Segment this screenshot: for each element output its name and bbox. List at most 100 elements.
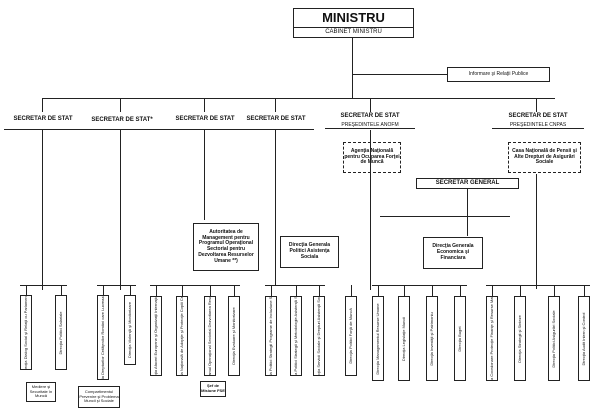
- directorate-label: Direcţia Legislaţie Muncii: [400, 316, 406, 361]
- directorate-box: Direcţia Violenţă şi Monitorizare: [124, 295, 136, 365]
- branch-bus: [150, 285, 240, 286]
- directorate-label: Direcţia Politici Strategii şi Metodolog…: [292, 296, 298, 376]
- sg-drop: [467, 189, 468, 216]
- directorate-label: Direcţia Managementul Resurse Umane: [374, 302, 380, 375]
- drop-1: [42, 98, 43, 112]
- directorate-connector: [296, 285, 297, 296]
- branch-line: [467, 216, 468, 236]
- directorate-box: Direcţia Afaceri Europene şi Organizaţii…: [150, 296, 162, 376]
- directorate-label: Direcţia Violenţă şi Monitorizare: [126, 301, 132, 359]
- branch-bus: [97, 285, 136, 286]
- directorate-box: Direcţia Audit Intern şi Control: [578, 296, 590, 381]
- directorate-connector: [156, 285, 157, 296]
- directorate-box: Direcţia Programul Operaţional Sectorial…: [204, 296, 216, 376]
- directorate-label: Direcţia Protecţia Drepturilor Cetăţenil…: [99, 295, 105, 380]
- directorate-connector: [319, 285, 320, 296]
- secretaries-underline: [4, 129, 314, 130]
- directorate-label: Direcţia Coordonare Protecţie Finanţe şi…: [488, 296, 494, 381]
- directorate-box: Direcţia Servicii Sociale şi Drepturi As…: [313, 296, 325, 376]
- cnpas-label: Casa Naţională de Pensii şi Alte Dreptur…: [512, 147, 577, 166]
- note-mediation-label: Mediere şi Securitate în Muncă: [29, 384, 53, 399]
- note-equal-opp-label: Compartimentul Prevenire şi Problema Mun…: [79, 389, 119, 404]
- economic-dg-label: Direcţia Generala Economica şi Financiar…: [432, 243, 474, 261]
- secretary-general-label: SECRETAR GENERAL: [435, 180, 500, 187]
- directorate-label: Direcţia Politici Strategii Programe de …: [267, 296, 273, 376]
- secretary-5: SECRETAR DE STAT: [340, 113, 400, 119]
- branch-line: [370, 130, 371, 290]
- directorate-box: Direcţia Dialog Social şi Relaţii cu Par…: [20, 295, 32, 370]
- directorate-connector: [432, 285, 433, 296]
- secretary-3: SECRETAR DE STAT: [175, 116, 235, 122]
- cnpas-box: Casa Naţională de Pensii şi Alte Dreptur…: [508, 142, 581, 173]
- directorate-connector: [351, 285, 352, 296]
- drop-4: [275, 98, 276, 112]
- directorate-connector: [234, 285, 235, 296]
- minister-box: MINISTRU CABINET MINISTRU: [293, 8, 414, 38]
- directorate-label: Direcţia Servicii Sociale şi Drepturi As…: [315, 296, 321, 376]
- minister-cabinet: CABINET MINISTRU: [294, 27, 413, 37]
- directorate-connector: [584, 285, 585, 296]
- secretary-5-sub: PREŞEDINTELE ANOFM: [325, 122, 415, 129]
- minister-title: MINISTRU: [322, 10, 385, 25]
- directorate-box: Direcţia Coordonare Protecţie Finanţe şi…: [486, 296, 498, 381]
- secretary-general-box: SECRETAR GENERAL: [416, 178, 519, 189]
- directorate-connector: [210, 285, 211, 296]
- directorate-box: Direcţia Naţională de Adopţie şi Protecţ…: [176, 296, 188, 376]
- public-relations-box: Informare şi Relaţii Publice: [447, 67, 550, 82]
- directorate-connector: [554, 285, 555, 296]
- directorate-box: Direcţia Politici Asigurări Sociale: [548, 296, 560, 381]
- note-fse-label: Şef de Misiune FSE: [201, 383, 225, 393]
- directorate-box: Direcţia Politici Strategii şi Metodolog…: [290, 296, 302, 376]
- branch-bus: [486, 285, 590, 286]
- directorate-box: Direcţia Politici Salariale: [55, 295, 67, 370]
- directorate-connector: [271, 285, 272, 296]
- directorate-connector: [378, 285, 379, 296]
- drop-3: [204, 98, 205, 112]
- note-fse: Şef de Misiune FSE: [200, 381, 226, 397]
- secretary-6: SECRETAR DE STAT: [508, 113, 568, 119]
- directorate-label: Direcţia Strategii şi Sinteze: [516, 314, 522, 363]
- directorate-connector: [492, 285, 493, 296]
- note-mediation: Mediere şi Securitate în Muncă: [26, 382, 56, 402]
- secretary-6-sub: PREŞEDINTELE CNPAS: [492, 122, 584, 129]
- secretary-2: SECRETAR DE STAT*: [91, 117, 153, 123]
- social-assistance-dg-box: Direcţia Generala Politici Asistenţa Soc…: [280, 236, 339, 268]
- secretary-1: SECRETAR DE STAT: [13, 116, 73, 122]
- directorate-box: Direcţia Buget: [454, 296, 466, 381]
- directorate-label: Direcţia Programul Operaţional Sectorial…: [206, 296, 212, 376]
- directorate-box: Direcţia Investiţii şi Patrimoniu: [426, 296, 438, 381]
- directorate-label: Direcţia Politici Salariale: [57, 311, 63, 354]
- directorate-connector: [103, 285, 104, 295]
- directorate-connector: [130, 285, 131, 295]
- directorate-label: Direcţia Investiţii şi Patrimoniu: [428, 311, 434, 366]
- branch-line: [275, 130, 276, 285]
- directorate-label: Direcţia Politici Asigurări Sociale: [550, 309, 556, 368]
- drop-6: [536, 98, 537, 112]
- directorate-label: Direcţia Audit Intern şi Control: [580, 312, 586, 365]
- directorate-box: Direcţia Evaluare şi Monitorizare: [228, 296, 240, 376]
- directorate-box: Direcţia Politici Forţă de Muncă: [345, 296, 357, 376]
- anofm-label: Agenţia Naţională pentru Ocuparea Forţei…: [344, 147, 400, 166]
- anofm-box: Agenţia Naţională pentru Ocuparea Forţei…: [343, 142, 401, 173]
- directorate-connector: [61, 285, 62, 295]
- branch-bus: [372, 285, 467, 286]
- directorate-connector: [26, 285, 27, 295]
- drop-5: [370, 98, 371, 112]
- branch-line: [120, 130, 121, 290]
- secretary-4: SECRETAR DE STAT: [246, 116, 306, 122]
- branch-bus: [265, 285, 325, 286]
- public-relations-label: Informare şi Relaţii Publice: [468, 70, 529, 77]
- directorate-box: Direcţia Politici Strategii Programe de …: [265, 296, 277, 376]
- sg-bus: [380, 216, 510, 217]
- pr-connector: [352, 74, 447, 75]
- directorate-box: Direcţia Strategii şi Sinteze: [514, 296, 526, 381]
- drop-2: [120, 98, 121, 112]
- branch-line: [204, 130, 205, 220]
- directorate-label: Direcţia Buget: [456, 325, 462, 352]
- directorate-label: Direcţia Dialog Social şi Relaţii cu Par…: [22, 295, 28, 370]
- directorate-box: Direcţia Legislaţie Muncii: [398, 296, 410, 381]
- directorate-label: Direcţia Evaluare şi Monitorizare: [230, 307, 236, 365]
- note-equal-opp: Compartimentul Prevenire şi Problema Mun…: [78, 386, 120, 408]
- secretaries-bus: [42, 98, 555, 99]
